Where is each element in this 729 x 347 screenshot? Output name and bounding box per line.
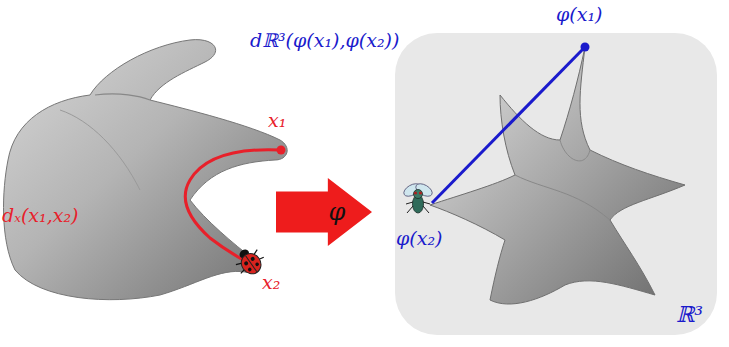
point-label: φ(x₂) <box>396 228 442 250</box>
region-fill <box>395 33 717 335</box>
point-label: φ(x₁) <box>556 4 602 26</box>
deformed-shape <box>430 47 685 304</box>
space-label: ℝ³ <box>676 302 703 327</box>
point-marker <box>277 146 286 155</box>
arrow-shape <box>276 178 372 246</box>
point-label: x₁ <box>268 110 286 132</box>
shape-fold <box>560 140 590 161</box>
point-marker <box>581 43 590 52</box>
distance-label: dₓ(x₁,x₂) <box>2 205 78 227</box>
map-symbol: φ <box>329 198 346 226</box>
shape-fold <box>515 175 610 220</box>
ladybug-icon <box>231 243 269 281</box>
point-label: x₂ <box>262 272 280 294</box>
arrow-fill <box>276 178 372 246</box>
euclidean-line <box>432 47 585 203</box>
distance-label: dℝ³(φ(x₁),φ(x₂)) <box>250 30 399 52</box>
finger-crease <box>95 94 150 100</box>
hand-shape <box>4 40 288 300</box>
mapping-arrow: φ <box>276 178 372 246</box>
fly-icon <box>402 181 435 213</box>
geodesic-path <box>185 150 281 264</box>
finger-crease <box>60 110 140 190</box>
